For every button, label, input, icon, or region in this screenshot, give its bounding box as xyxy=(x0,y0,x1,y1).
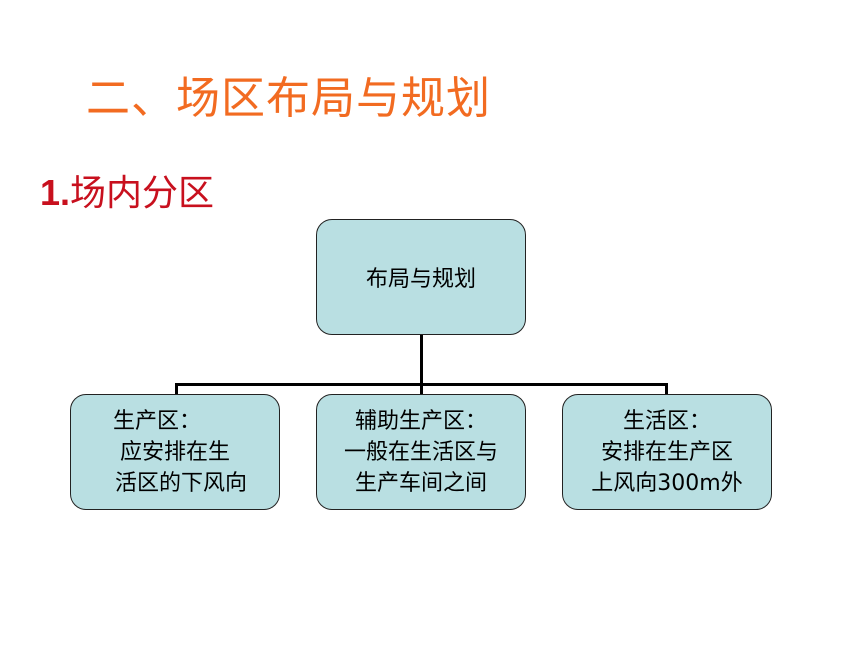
diagram-node-living-area: 生活区： 安排在生产区 上风向300m外 xyxy=(562,394,772,510)
connector-child-3 xyxy=(665,383,668,394)
section-heading: 1.场内分区 xyxy=(40,164,214,216)
diagram-node-auxiliary-area: 辅助生产区： 一般在生活区与 生产车间之间 xyxy=(316,394,526,510)
connector-child-2 xyxy=(420,383,423,394)
section-number: 1. xyxy=(40,172,71,213)
node-line: 生产区： xyxy=(112,408,201,434)
diagram-node-production-area: 生产区： 应安排在生 活区的下风向 xyxy=(70,394,280,510)
node-line: 应安排在生 xyxy=(119,439,230,465)
connector-root-down xyxy=(420,335,423,385)
node-line: 上风向300m外 xyxy=(591,470,743,496)
node-line: 活区的下风向 xyxy=(114,470,247,496)
node-line: 生活区： xyxy=(622,408,711,434)
diagram-root-node: 布局与规划 xyxy=(316,219,526,335)
node-line: 一般在生活区与 xyxy=(343,439,498,465)
section-heading-text: 场内分区 xyxy=(70,173,215,214)
node-line: 辅助生产区： xyxy=(354,408,487,434)
node-line: 生产车间之间 xyxy=(354,470,487,496)
node-line: 安排在生产区 xyxy=(600,439,733,465)
root-node-label: 布局与规划 xyxy=(365,267,476,292)
connector-child-1 xyxy=(175,383,178,394)
page-title: 二、场区布局与规划 xyxy=(86,73,491,124)
